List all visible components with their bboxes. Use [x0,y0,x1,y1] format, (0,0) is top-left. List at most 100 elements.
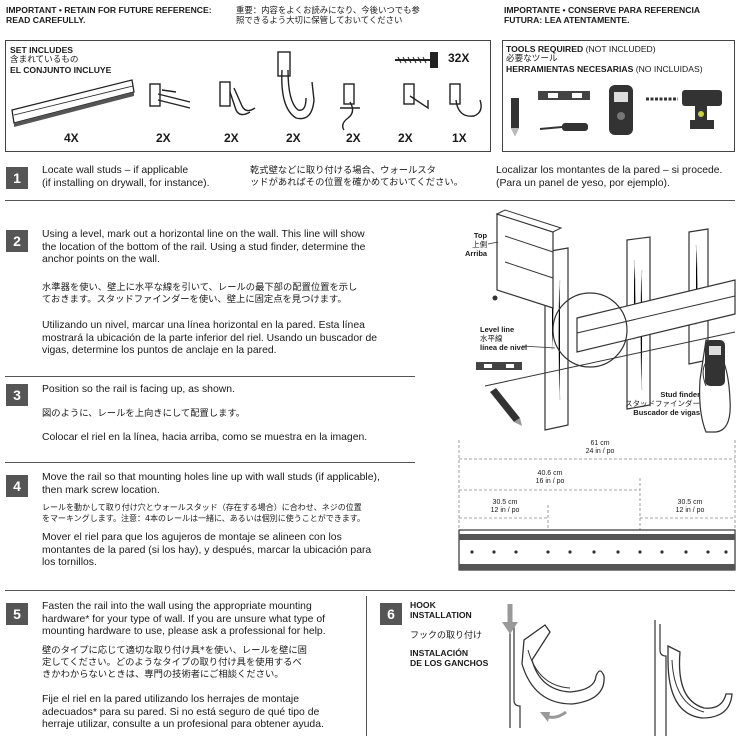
label-top-es: Arriba [465,249,488,258]
step-3-number: 3 [6,384,28,406]
step-2-jp-line1: 水準器を使い、壁上に水平な線を引いて、レールの最下部の配置位置を示し [42,282,358,293]
step-4-es-line2: montantes de la pared (si los hay), y de… [42,544,372,556]
step-5-en: Fasten the rail into the wall using the … [42,601,326,639]
step-6-en: HOOK INSTALLATION [410,600,472,620]
label-level-en: Level line [480,325,515,334]
label-level-jp: 水平線 [480,334,503,343]
step-6-es-line2: DE LOS GANCHOS [410,658,489,668]
set-includes-title-es: EL CONJUNTO INCLUYE [10,65,112,75]
tools-box [502,40,735,152]
step-3-es: Colocar el riel en la línea, hacia arrib… [42,432,368,443]
step-1-jp-line2: ッドがあればその位置を確かめておいてください。 [250,177,463,188]
hook-double-straight-illustration [149,83,191,109]
qty-hook-6: 1X [452,131,467,145]
header-es-line2: FUTURA: LEA ATENTAMENTE. [504,15,630,25]
step-1-jp: 乾式壁などに取り付ける場合、ウォールスタ ッドがあればその位置を確かめておいてく… [250,165,463,189]
step-2-en-line2: the location of the bottom of the rail. … [42,241,366,253]
step-4-en-line1: Move the rail so that mounting holes lin… [42,472,380,483]
dim-right: 30.5 cm 12 in / po [660,499,720,515]
divider-step-2 [5,376,415,377]
step-1-es-line1: Localizar los montantes de la pared – si… [496,165,723,176]
label-level-line: Level line 水平線 línea de nivel [480,325,527,352]
rail-top-view [492,209,563,309]
level-icon [538,91,590,100]
step-1-en-line1: Locate wall studs – if applicable [42,165,189,176]
hook-insert-illustration [502,604,605,728]
hook-s-illustration [340,83,360,131]
step-5-es-line1: Fije el riel en la pared utilizando los … [42,694,300,705]
qty-hook-4: 2X [346,131,361,145]
hook-large-u-illustration [277,51,315,120]
mounting-holes [470,550,728,554]
qty-screws: 32X [448,51,470,65]
divider-step-1 [5,200,735,201]
step-2-es-line2: mostrará la ubicación de la parte inferi… [42,332,377,344]
dim-left-cm: 30.5 cm [492,499,518,506]
set-includes-title-jp: 含まれているもの [10,55,79,65]
hook-l-illustration [403,83,429,110]
label-stud-finder: Stud finder スタッドファインダー Buscador de vigas [596,390,700,417]
divider-step-3 [5,462,415,463]
hook-double-j-illustration [219,81,256,116]
qty-rail: 4X [64,131,79,145]
hook-round-illustration [449,83,482,117]
dim-total-in: 24 in / po [585,448,615,455]
dim-mid-cm: 40.6 cm [537,470,563,477]
set-includes-title: SET INCLUDES 含まれているもの EL CONJUNTO INCLUY… [10,45,111,75]
label-level-es: línea de nivel [480,343,528,352]
set-includes-box [5,40,491,152]
step-1-es: Localizar los montantes de la pared – si… [496,165,722,190]
step-4-jp-line1: レールを動かして取り付け穴とウォールスタッド（存在する場合）に合わせ、ネジの位置 [42,503,362,512]
header-es-line1: IMPORTANTE • CONSERVE PARA REFERENCIA [504,5,701,15]
step-1-jp-line1: 乾式壁などに取り付ける場合、ウォールスタ [250,165,436,176]
label-stud-es: Buscador de vigas [633,408,700,417]
step-4-es-line3: los tornillos. [42,557,97,569]
dim-total: 61 cm 24 in / po [570,440,630,456]
dim-total-cm: 61 cm [590,440,610,447]
step-5-es: Fije el riel en la pared utilizando los … [42,694,324,732]
tools-title-en: TOOLS REQUIRED [506,44,584,54]
step-2-es: Utilizando un nivel, marcar una línea ho… [42,320,377,358]
dim-right-cm: 30.5 cm [677,499,703,506]
step-2-es-line1: Utilizando un nivel, marcar una línea ho… [42,320,365,331]
step-6-en-line1: HOOK [410,600,436,610]
set-includes-title-en: SET INCLUDES [10,45,74,55]
dim-mid: 40.6 cm 16 in / po [520,470,580,486]
step-1-es-line2: (Para un panel de yeso, por ejemplo). [496,177,670,189]
divider-step-5-6 [366,596,367,736]
header-en-line1: IMPORTANT • RETAIN FOR FUTURE REFERENCE: [6,5,212,15]
label-stud-jp: スタッドファインダー [625,399,700,408]
step-2-number: 2 [6,230,28,252]
dim-left-in: 12 in / po [490,507,520,514]
step-5-en-line3: mounting hardware to use, please ask a p… [42,626,326,638]
magnifier-circle [552,292,628,368]
header-jp: 重要：内容をよくお読みになり、今後いつでも参 照できるよう大切に保管しておいてく… [236,5,420,25]
step-5-jp-line2: 定してください。どのようなタイプの取り付け具を使用するべ [42,657,302,668]
step-6-number: 6 [380,603,402,625]
tools-title-jp: 必要なツール [506,54,558,64]
step-2-en: Using a level, mark out a horizontal lin… [42,229,365,267]
level-tool-icon [476,362,522,370]
screw-illustration [395,52,438,68]
header-en: IMPORTANT • RETAIN FOR FUTURE REFERENCE:… [6,5,212,25]
step-3-jp: 図のように、レールを上向きにして配置します。 [42,408,246,419]
drill-icon [682,90,722,129]
step-2-en-line1: Using a level, mark out a horizontal lin… [42,229,365,240]
step-5-jp-line3: きかわからないときは、専門の技術者にご相談ください。 [42,669,284,680]
rail-mounted [576,279,736,353]
step-6-jp: フックの取り付け [410,631,483,641]
label-top: Top 上側 Arriba [465,231,487,258]
label-stud-en: Stud finder [660,390,700,399]
step-3-en: Position so the rail is facing up, as sh… [42,384,235,395]
stud-finder-icon [609,85,633,135]
step-1-number: 1 [6,167,28,189]
step-4-es: Mover el riel para que los agujeros de m… [42,532,371,570]
dim-left: 30.5 cm 12 in / po [475,499,535,515]
hand-stud-finder-icon [699,339,731,433]
qty-hook-3: 2X [286,131,301,145]
pencil-icon [511,98,519,136]
